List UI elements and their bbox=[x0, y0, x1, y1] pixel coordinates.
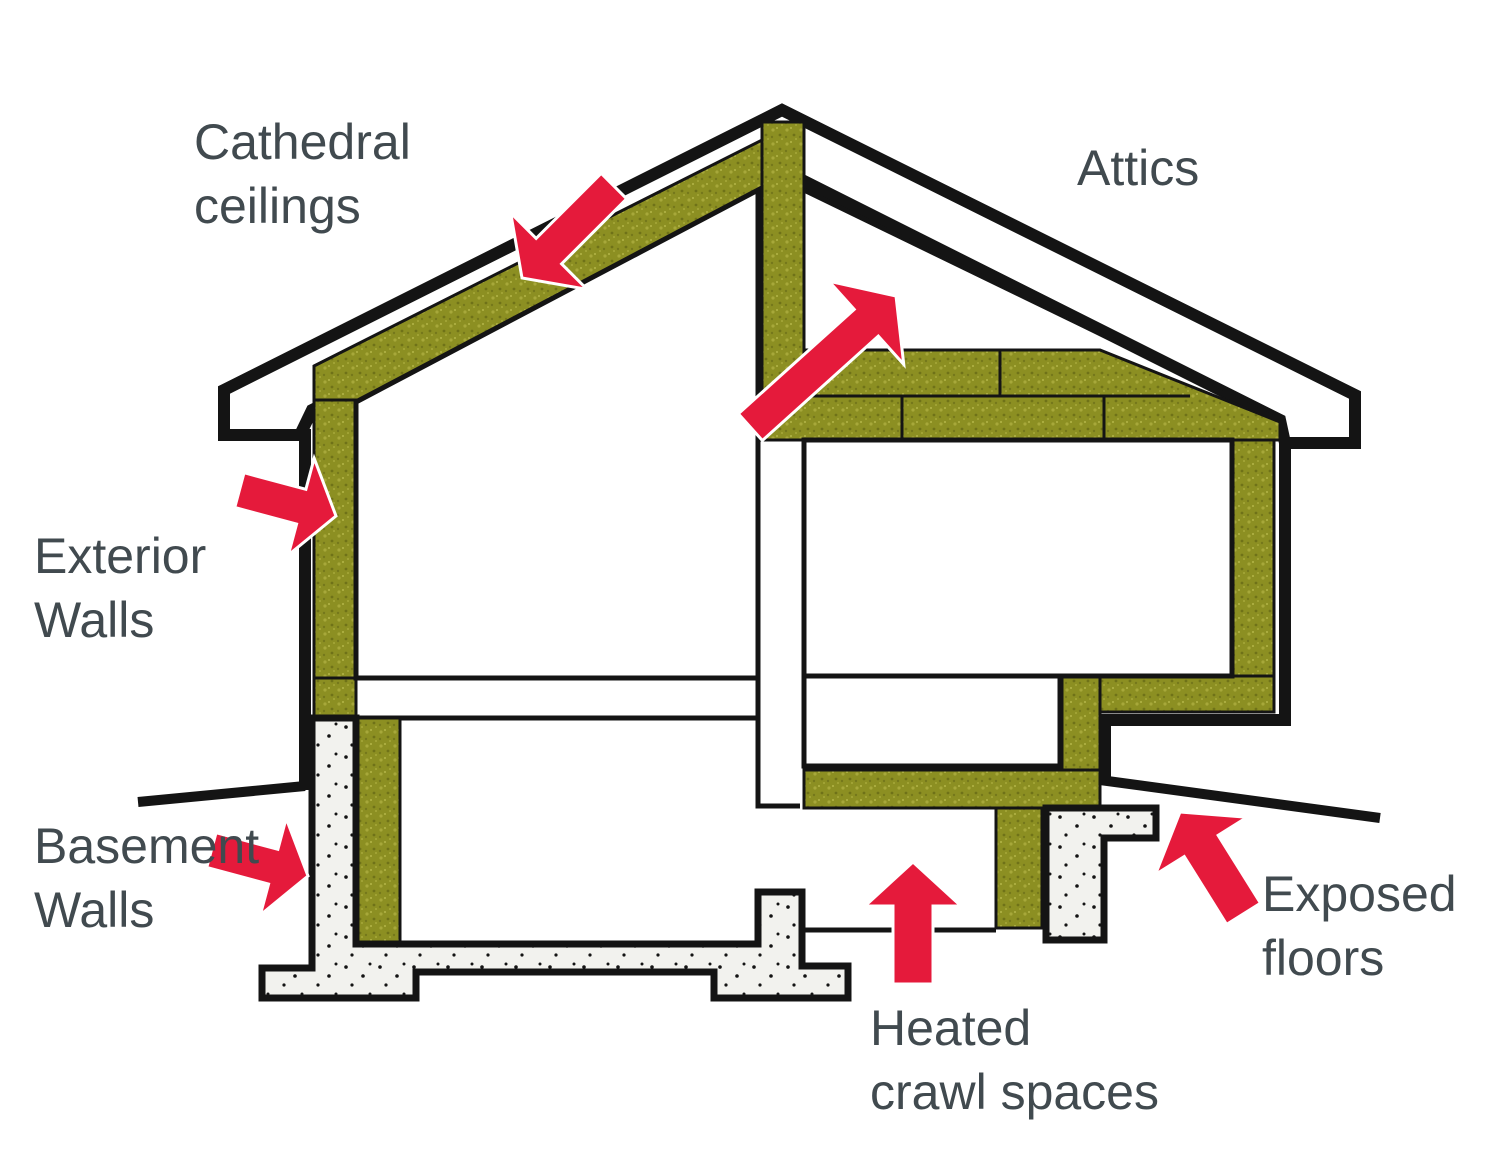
crawl-spaces-arrow bbox=[861, 859, 965, 986]
exposed-floor-insulation bbox=[802, 674, 1276, 810]
label-attics-line1: Attics bbox=[1077, 140, 1200, 196]
right-wall-insulation bbox=[1230, 438, 1276, 682]
label-basement-line1: Basement bbox=[34, 818, 260, 874]
ground-line-left bbox=[137, 781, 306, 807]
label-exterior-line1: Exterior bbox=[34, 528, 207, 584]
upper-right-room bbox=[801, 437, 1235, 679]
interior-floor bbox=[356, 440, 800, 809]
crawl-space-foundation bbox=[1042, 804, 1160, 944]
label-exterior-walls: Exterior Walls bbox=[34, 524, 206, 652]
exterior-wall-insulation bbox=[312, 398, 358, 684]
basement-walls-arrow bbox=[204, 813, 310, 920]
label-crawl-line2: crawl spaces bbox=[870, 1064, 1159, 1120]
label-attics: Attics bbox=[1077, 136, 1199, 200]
label-basement-walls: Basement Walls bbox=[34, 814, 259, 942]
label-exposed-line1: Exposed bbox=[1262, 866, 1457, 922]
exposed-floors-arrow bbox=[1152, 810, 1263, 927]
right-wall-outline bbox=[1099, 443, 1291, 785]
label-exposed-floors: Exposed floors bbox=[1262, 862, 1457, 990]
label-exterior-line2: Walls bbox=[34, 592, 155, 648]
exterior-wall-outline bbox=[224, 429, 311, 790]
crawl-space-insulation bbox=[994, 806, 1044, 930]
basement-wall-insulation bbox=[354, 716, 402, 946]
cathedral-arrow bbox=[508, 171, 629, 292]
label-heated-crawl-spaces: Heated crawl spaces bbox=[870, 996, 1159, 1124]
label-cathedral-line1: Cathedral bbox=[194, 114, 411, 170]
label-cathedral-ceilings: Cathedral ceilings bbox=[194, 110, 411, 238]
exterior-walls-arrow bbox=[232, 453, 338, 560]
attic-rafter-line bbox=[802, 187, 1280, 423]
label-cathedral-line2: ceilings bbox=[194, 178, 361, 234]
label-basement-line2: Walls bbox=[34, 882, 155, 938]
ground-line-right bbox=[1099, 775, 1381, 823]
label-exposed-line2: floors bbox=[1262, 930, 1385, 986]
attics-arrow bbox=[736, 278, 906, 443]
label-crawl-line1: Heated bbox=[870, 1000, 1032, 1056]
